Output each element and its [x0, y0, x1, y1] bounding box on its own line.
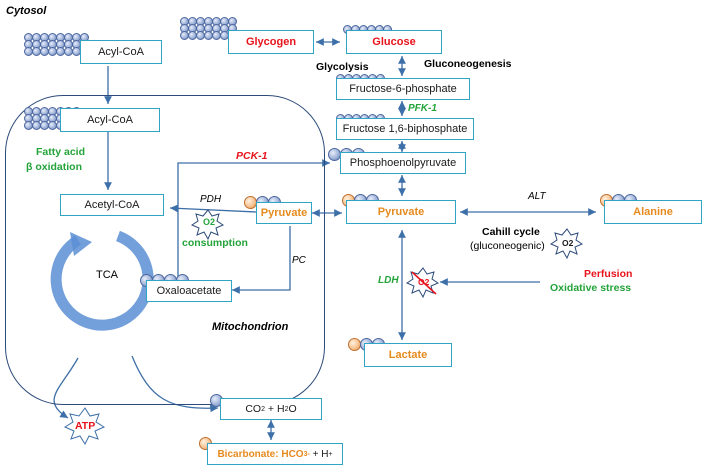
tca-label: TCA [96, 269, 118, 281]
arrow-pc [232, 226, 291, 294]
beta-oxidation-label: β oxidation [26, 161, 82, 173]
arrow-pdh [169, 204, 257, 213]
mitochondrion-label: Mitochondrion [212, 321, 289, 333]
o2-mito-label: O2 [203, 217, 216, 227]
fatty-acid-label: Fatty acid [36, 146, 86, 158]
glycolysis-label: Glycolysis [316, 61, 369, 73]
fructose6p-box: Fructose-6-phosphate [336, 78, 470, 100]
o2-cahill-label: O2 [562, 238, 574, 248]
pep-box: Phosphoenolpyruvate [340, 152, 466, 174]
o2-ldh-label: O2 [418, 277, 430, 287]
pck1-label: PCK-1 [236, 150, 268, 162]
pyruvate-cyto-box: Pyruvate [346, 200, 456, 224]
acyl-coa-cyto-box: Acyl-CoA [80, 40, 162, 64]
oxaloacetate-box: Oxaloacetate [146, 280, 232, 302]
o2-burst-mito-icon [190, 209, 225, 241]
pyruvate-mito-box: Pyruvate [256, 202, 312, 224]
arrow-co2 [131, 355, 219, 413]
tca-cycle-arrowhead [70, 232, 92, 256]
acyl-coa-mito-box: Acyl-CoA [60, 108, 160, 132]
o2-strike-icon [411, 271, 437, 295]
atp-label: ATP [75, 420, 96, 432]
alt-label: ALT [528, 191, 546, 202]
gluconeogenesis-label: Gluconeogenesis [424, 58, 512, 70]
lactate-box: Lactate [364, 343, 452, 367]
consumption-label: consumption [182, 237, 248, 249]
glucose-box: Glucose [346, 30, 442, 54]
ldh-label: LDH [378, 275, 399, 286]
pc-label: PC [292, 255, 306, 266]
arrow-pck1 [177, 159, 330, 280]
perfusion-label: Perfusion [584, 268, 633, 280]
oxidative-stress-label: Oxidative stress [550, 282, 632, 294]
atp-burst-icon [63, 407, 106, 446]
alanine-box: Alanine [604, 200, 702, 224]
pfk1-label: PFK-1 [408, 103, 437, 114]
pdh-label: PDH [200, 194, 222, 205]
glycogen-box: Glycogen [228, 30, 314, 54]
cytosol-label: Cytosol [6, 5, 47, 17]
cahill-label: Cahill cycle [482, 226, 540, 238]
mitochondrion-membrane [5, 95, 325, 405]
tca-cycle-arc [50, 230, 154, 331]
acetyl-coa-box: Acetyl-CoA [60, 194, 164, 216]
o2-burst-cahill-icon [549, 228, 584, 260]
fructose16bp-box: Fructose 1,6-biphosphate [336, 118, 474, 140]
cahill-sub-label: (gluconeogenic) [470, 240, 545, 252]
